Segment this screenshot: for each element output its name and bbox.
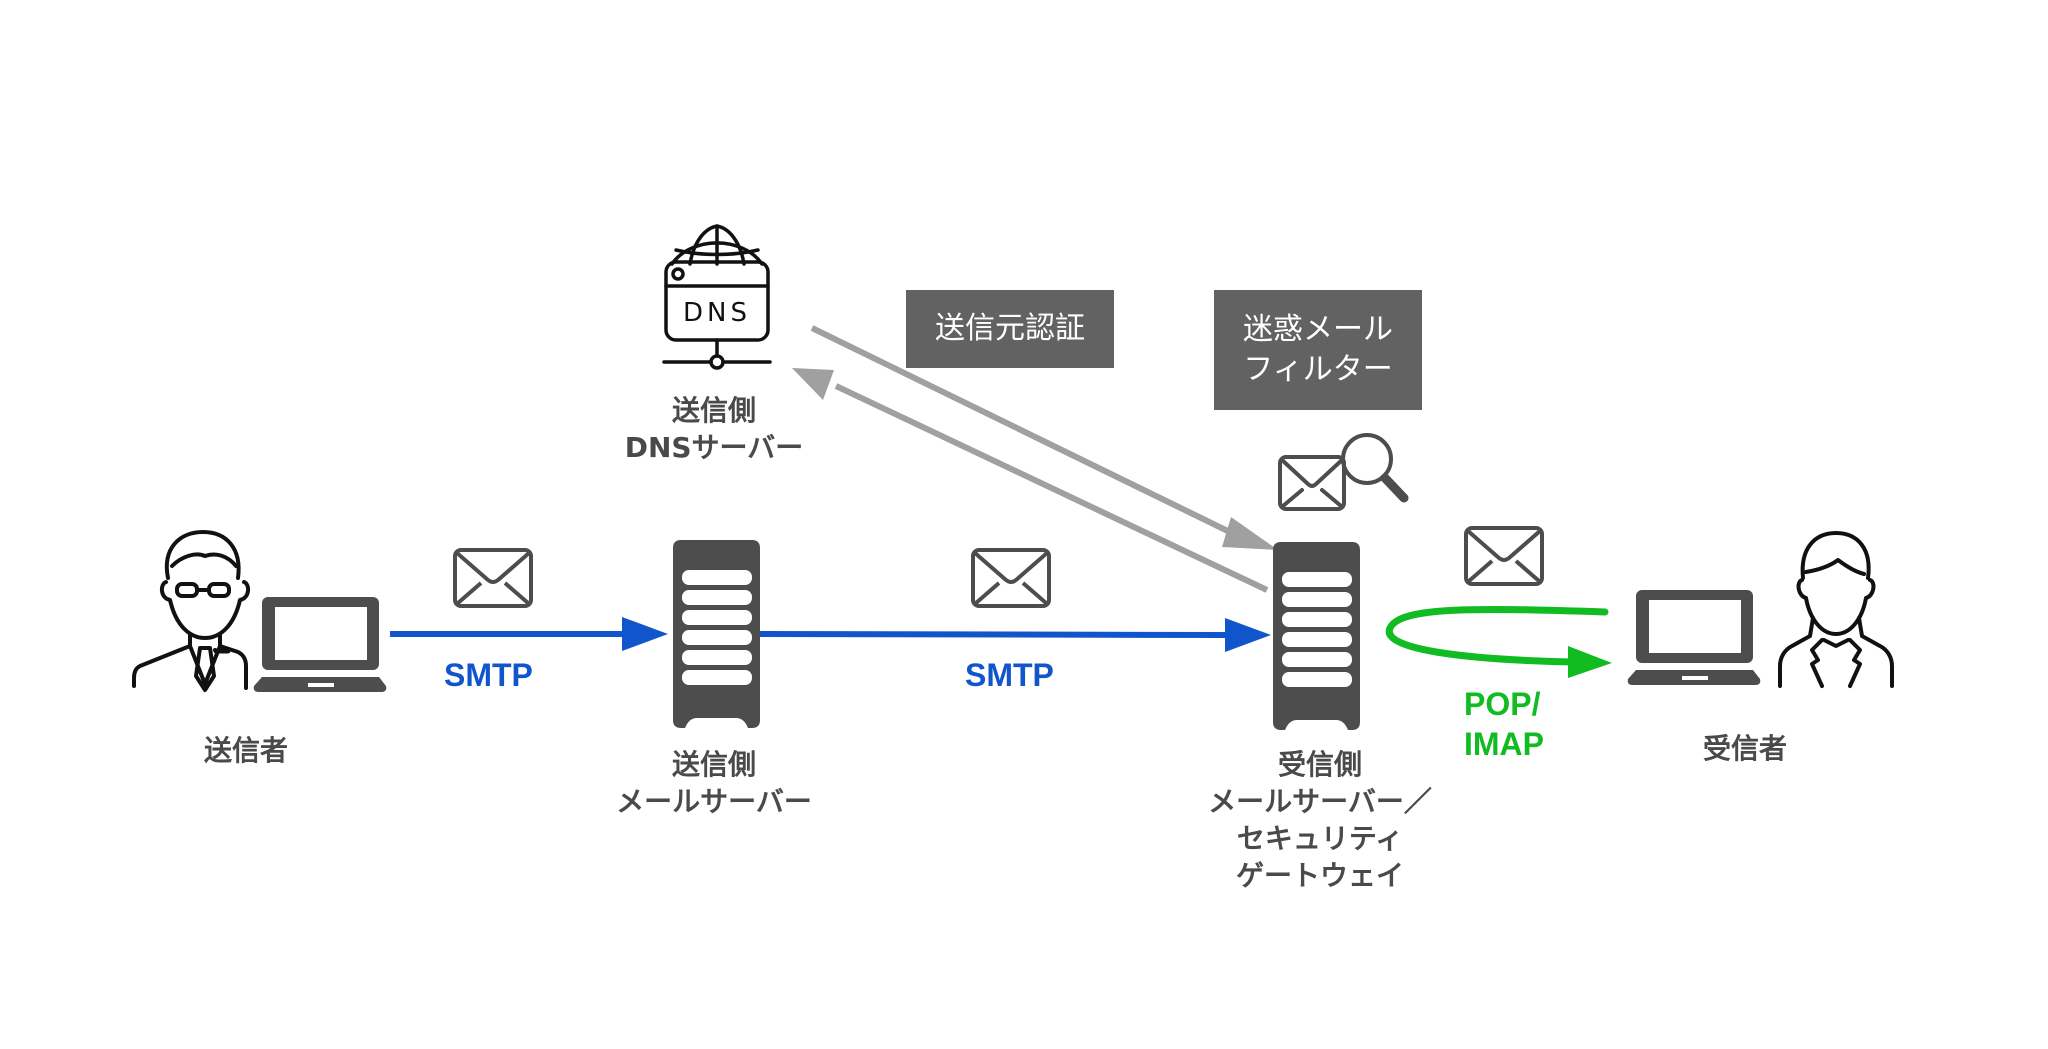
receiver-mail-server-label-line4: ゲートウェイ — [1235, 859, 1405, 892]
receiver-label-text: 受信者 — [1702, 732, 1788, 765]
sender-auth-callout: 送信元認証 — [906, 290, 1114, 368]
receiver-label: 受信者 — [1703, 730, 1787, 767]
receiver-mail-server-label-line3: セキュリティ — [1236, 822, 1404, 855]
sender-laptop-icon — [253, 597, 387, 692]
smtp-arrow-1 — [390, 617, 668, 651]
sender-server-rack-icon — [673, 540, 760, 728]
sender-mail-server-label: 送信側 メールサーバー — [616, 746, 812, 820]
spam-filter-label-line1: 迷惑メール — [1243, 312, 1393, 347]
smtp-label-1: SMTP — [444, 657, 533, 693]
sender-label: 送信者 — [204, 732, 288, 769]
receiver-mail-server-label-line1: 受信側 — [1277, 748, 1363, 781]
envelope-magnifier-icon — [1278, 433, 1409, 511]
smtp-arrow-2 — [759, 618, 1271, 652]
dns-server-label-line1: 送信側 — [671, 394, 756, 427]
smtp-label-2: SMTP — [965, 657, 1054, 693]
dns-server-icon — [662, 224, 772, 370]
envelope-icon-3 — [1464, 526, 1544, 586]
receiver-woman-icon — [1778, 531, 1894, 688]
receiver-server-rack-icon — [1273, 542, 1360, 730]
spam-filter-callout: 迷惑メール フィルター — [1214, 290, 1422, 410]
pop-imap-arrow — [1385, 606, 1612, 678]
dns-badge: DNS — [683, 298, 751, 328]
envelope-icon-1 — [453, 548, 533, 608]
sender-mail-server-label-line2: メールサーバー — [616, 785, 812, 818]
receiver-mail-server-label: 受信側 メールサーバー／ セキュリティ ゲートウェイ — [1208, 746, 1432, 894]
sender-man-icon — [132, 530, 251, 692]
envelope-icon-2 — [971, 548, 1051, 608]
receiver-mail-server-label-line2: メールサーバー／ — [1208, 785, 1432, 818]
receiver-laptop-icon — [1627, 590, 1761, 685]
spam-filter-label-line2: フィルター — [1243, 352, 1393, 387]
auth-arrow-to-dns — [792, 368, 1269, 593]
pop-imap-label: POP/ IMAP — [1464, 684, 1544, 764]
imap-label: IMAP — [1464, 726, 1544, 762]
auth-arrow-to-receiver-server — [810, 325, 1278, 550]
sender-label-text: 送信者 — [203, 734, 289, 767]
sender-auth-label: 送信元認証 — [935, 311, 1085, 346]
dns-server-label-line2: DNSサーバー — [624, 431, 804, 464]
sender-mail-server-label-line1: 送信側 — [671, 748, 757, 781]
dns-server-label: 送信側 DNSサーバー — [625, 392, 804, 466]
pop-label: POP/ — [1464, 686, 1541, 722]
